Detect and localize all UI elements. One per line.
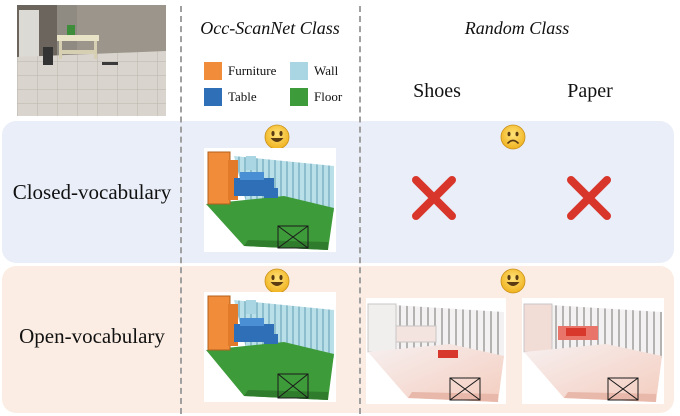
legend-label-table: Table (228, 89, 257, 104)
closed-vocabulary-band (2, 121, 674, 263)
happy-face-icon (264, 124, 290, 150)
paper-heatmap-render (522, 298, 664, 404)
legend-label-furniture: Furniture (228, 63, 277, 78)
input-room-photo (17, 5, 166, 116)
legend-swatch-floor (290, 88, 308, 106)
legend-label-wall: Wall (314, 63, 339, 78)
legend-swatch-furniture (204, 62, 222, 80)
closed-vocab-occupancy-render (204, 148, 336, 252)
legend-item-furniture: Furniture (204, 62, 276, 80)
column-divider-right (359, 6, 361, 414)
class-name-paper: Paper (567, 80, 613, 102)
open-vocab-occupancy-render (204, 292, 336, 402)
random-class-header: Random Class (464, 18, 570, 38)
happy-face-icon (500, 268, 526, 294)
cross-mark-icon (567, 176, 611, 220)
sad-face-icon (500, 124, 526, 150)
cross-mark-icon (412, 176, 456, 220)
legend-swatch-wall (290, 62, 308, 80)
legend-item-wall: Wall (290, 62, 338, 80)
row-label-open-vocabulary: Open-vocabulary (19, 324, 165, 348)
legend-item-floor: Floor (290, 88, 342, 106)
class-name-shoes: Shoes (413, 80, 461, 102)
row-label-closed-vocabulary: Closed-vocabulary (12, 180, 172, 204)
column-divider-left (180, 6, 182, 414)
occ-scannet-class-header: Occ-ScanNet Class (200, 18, 340, 38)
legend-item-table: Table (204, 88, 257, 106)
legend-swatch-table (204, 88, 222, 106)
legend-label-floor: Floor (314, 89, 343, 104)
happy-face-icon (264, 268, 290, 294)
shoes-heatmap-render (366, 298, 506, 404)
